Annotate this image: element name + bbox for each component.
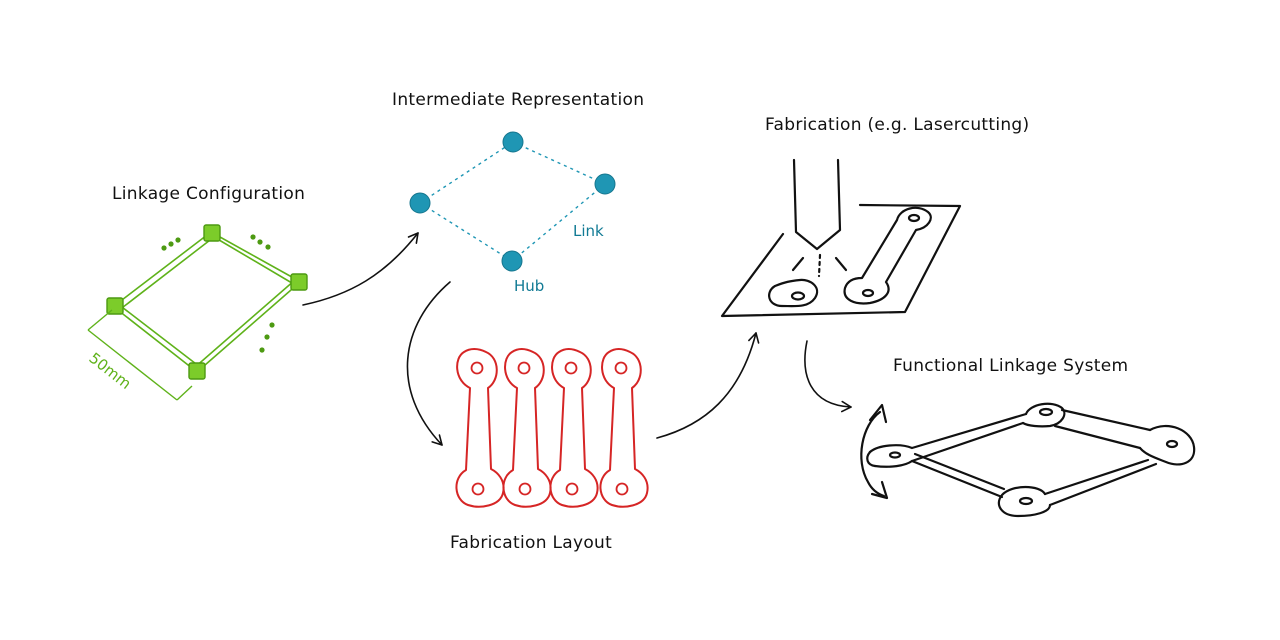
arrow-representation-to-layout: [406, 281, 451, 446]
teal-hub-right: [594, 173, 616, 195]
teal-link-top-right: [512, 141, 606, 185]
hub-label: Hub: [514, 277, 544, 295]
functional-linkage-system: Functional Linkage System: [860, 356, 1196, 518]
green-hubs: [106, 224, 308, 380]
rotation-arc: [860, 410, 886, 498]
green-link-top-right: [210, 231, 300, 287]
red-holes: [470, 361, 629, 496]
fabrication-label: Fabrication (e.g. Lasercutting): [765, 115, 1029, 135]
green-hub-bottom: [188, 362, 206, 380]
green-linkage: [113, 231, 300, 373]
red-piece-2: [502, 348, 552, 508]
teal-links: [419, 141, 606, 262]
intermediate-representation-label: Intermediate Representation: [392, 90, 644, 110]
linkage-configuration: Linkage Configuration 50mm: [86, 184, 308, 401]
continuation-dots: [161, 234, 275, 353]
red-piece-3: [549, 348, 599, 508]
red-link-pieces: [455, 348, 649, 508]
rotation-head-top: [868, 403, 888, 424]
teal-link-bottom-right: [511, 183, 606, 262]
red-piece-1: [455, 348, 505, 508]
dimension-tick-right: [176, 385, 193, 401]
teal-hubs: [409, 131, 616, 272]
cut-pieces: [768, 206, 932, 308]
teal-hub-left: [409, 192, 431, 214]
dimension-line: [87, 329, 178, 401]
dimension-marker: [87, 309, 193, 401]
green-hub-top: [203, 224, 221, 242]
green-link-bottom-left: [113, 303, 201, 373]
intermediate-representation: Intermediate Representation Link Hub: [392, 90, 644, 295]
material-sheet: [720, 203, 962, 318]
teal-hub-top: [502, 131, 524, 153]
assembled-linkage: [866, 402, 1196, 518]
green-link-top-left: [113, 231, 215, 312]
teal-link-bottom-left: [419, 202, 513, 262]
red-piece-4: [599, 348, 649, 508]
link-label: Link: [573, 222, 604, 240]
cut-piece-bone: [843, 206, 932, 305]
linkage-configuration-label: Linkage Configuration: [112, 184, 305, 204]
laser-head: [791, 158, 848, 278]
green-link-bottom-right: [193, 279, 300, 373]
rotation-head-bottom: [870, 480, 889, 500]
teal-hub-bottom: [501, 250, 523, 272]
dimension-label: 50mm: [86, 349, 135, 393]
teal-link-top-left: [419, 141, 514, 204]
functional-linkage-label: Functional Linkage System: [893, 356, 1128, 376]
rotation-arrow: [860, 403, 889, 500]
fabrication-layout-label: Fabrication Layout: [450, 533, 612, 553]
arrow-fabrication-to-system: [804, 340, 852, 413]
arrow-layout-to-fabrication: [656, 332, 760, 439]
green-hub-right: [290, 273, 308, 291]
arrow-config-to-representation: [302, 232, 419, 306]
fabrication-lasercutting: Fabrication (e.g. Lasercutting): [720, 115, 1029, 318]
cut-piece-small: [768, 278, 819, 308]
fabrication-layout: Fabrication Layout: [450, 348, 649, 553]
dimension-tick-left: [87, 309, 113, 331]
